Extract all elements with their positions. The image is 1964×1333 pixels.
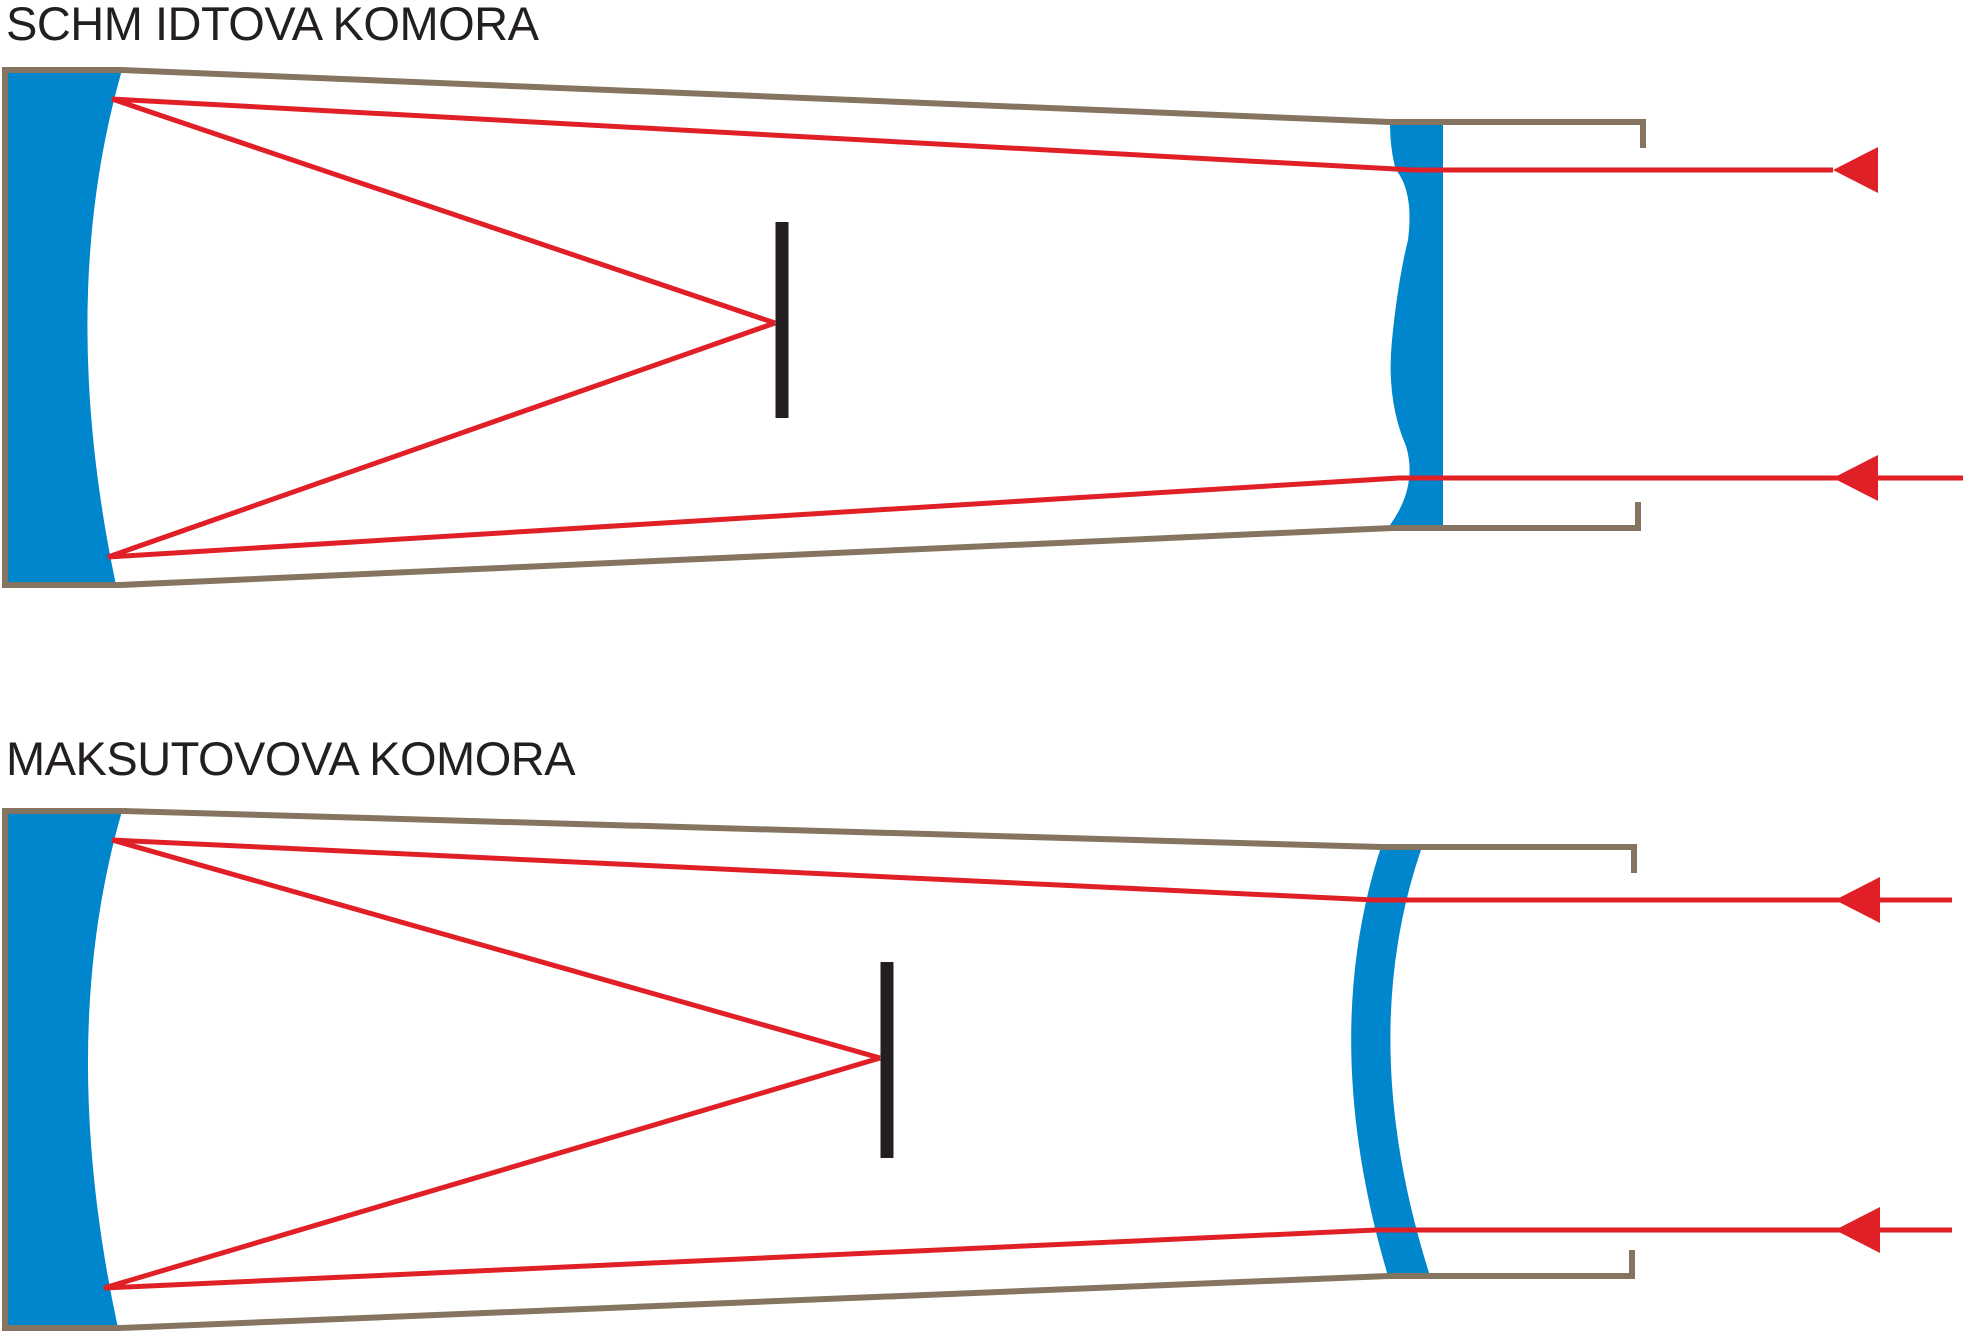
primary-mirror (6, 811, 122, 1328)
meniscus-corrector (1351, 847, 1430, 1276)
primary-mirror (6, 70, 122, 585)
ray-arrowhead-1 (1833, 147, 1878, 193)
maksutov-camera-title: MAKSUTOVOVA KOMORA (6, 732, 576, 785)
ray-arrowhead-2 (1833, 455, 1878, 501)
ray-arrowheads (1833, 147, 1880, 1253)
corrector-plate (1390, 122, 1443, 525)
ray-arrowhead-3 (1835, 877, 1880, 923)
tube-lower-edge (119, 502, 1641, 588)
tube-upper-edge (121, 808, 1637, 873)
lower-light-ray (107, 320, 1963, 560)
schmidt-camera (2, 67, 1963, 588)
ray-arrowhead-4 (1835, 1207, 1880, 1253)
maksutov-camera (2, 808, 1952, 1331)
tube-top-wall (2, 808, 122, 1331)
schmidt-camera-title: SCHM IDTOVA KOMORA (6, 0, 539, 50)
tube-lower-edge (119, 1250, 1635, 1331)
tube-top-wall (2, 67, 122, 588)
lower-light-ray (103, 1055, 1952, 1291)
upper-light-ray (111, 837, 1952, 1061)
upper-light-ray (111, 96, 1833, 326)
tube-upper-edge (121, 67, 1646, 148)
